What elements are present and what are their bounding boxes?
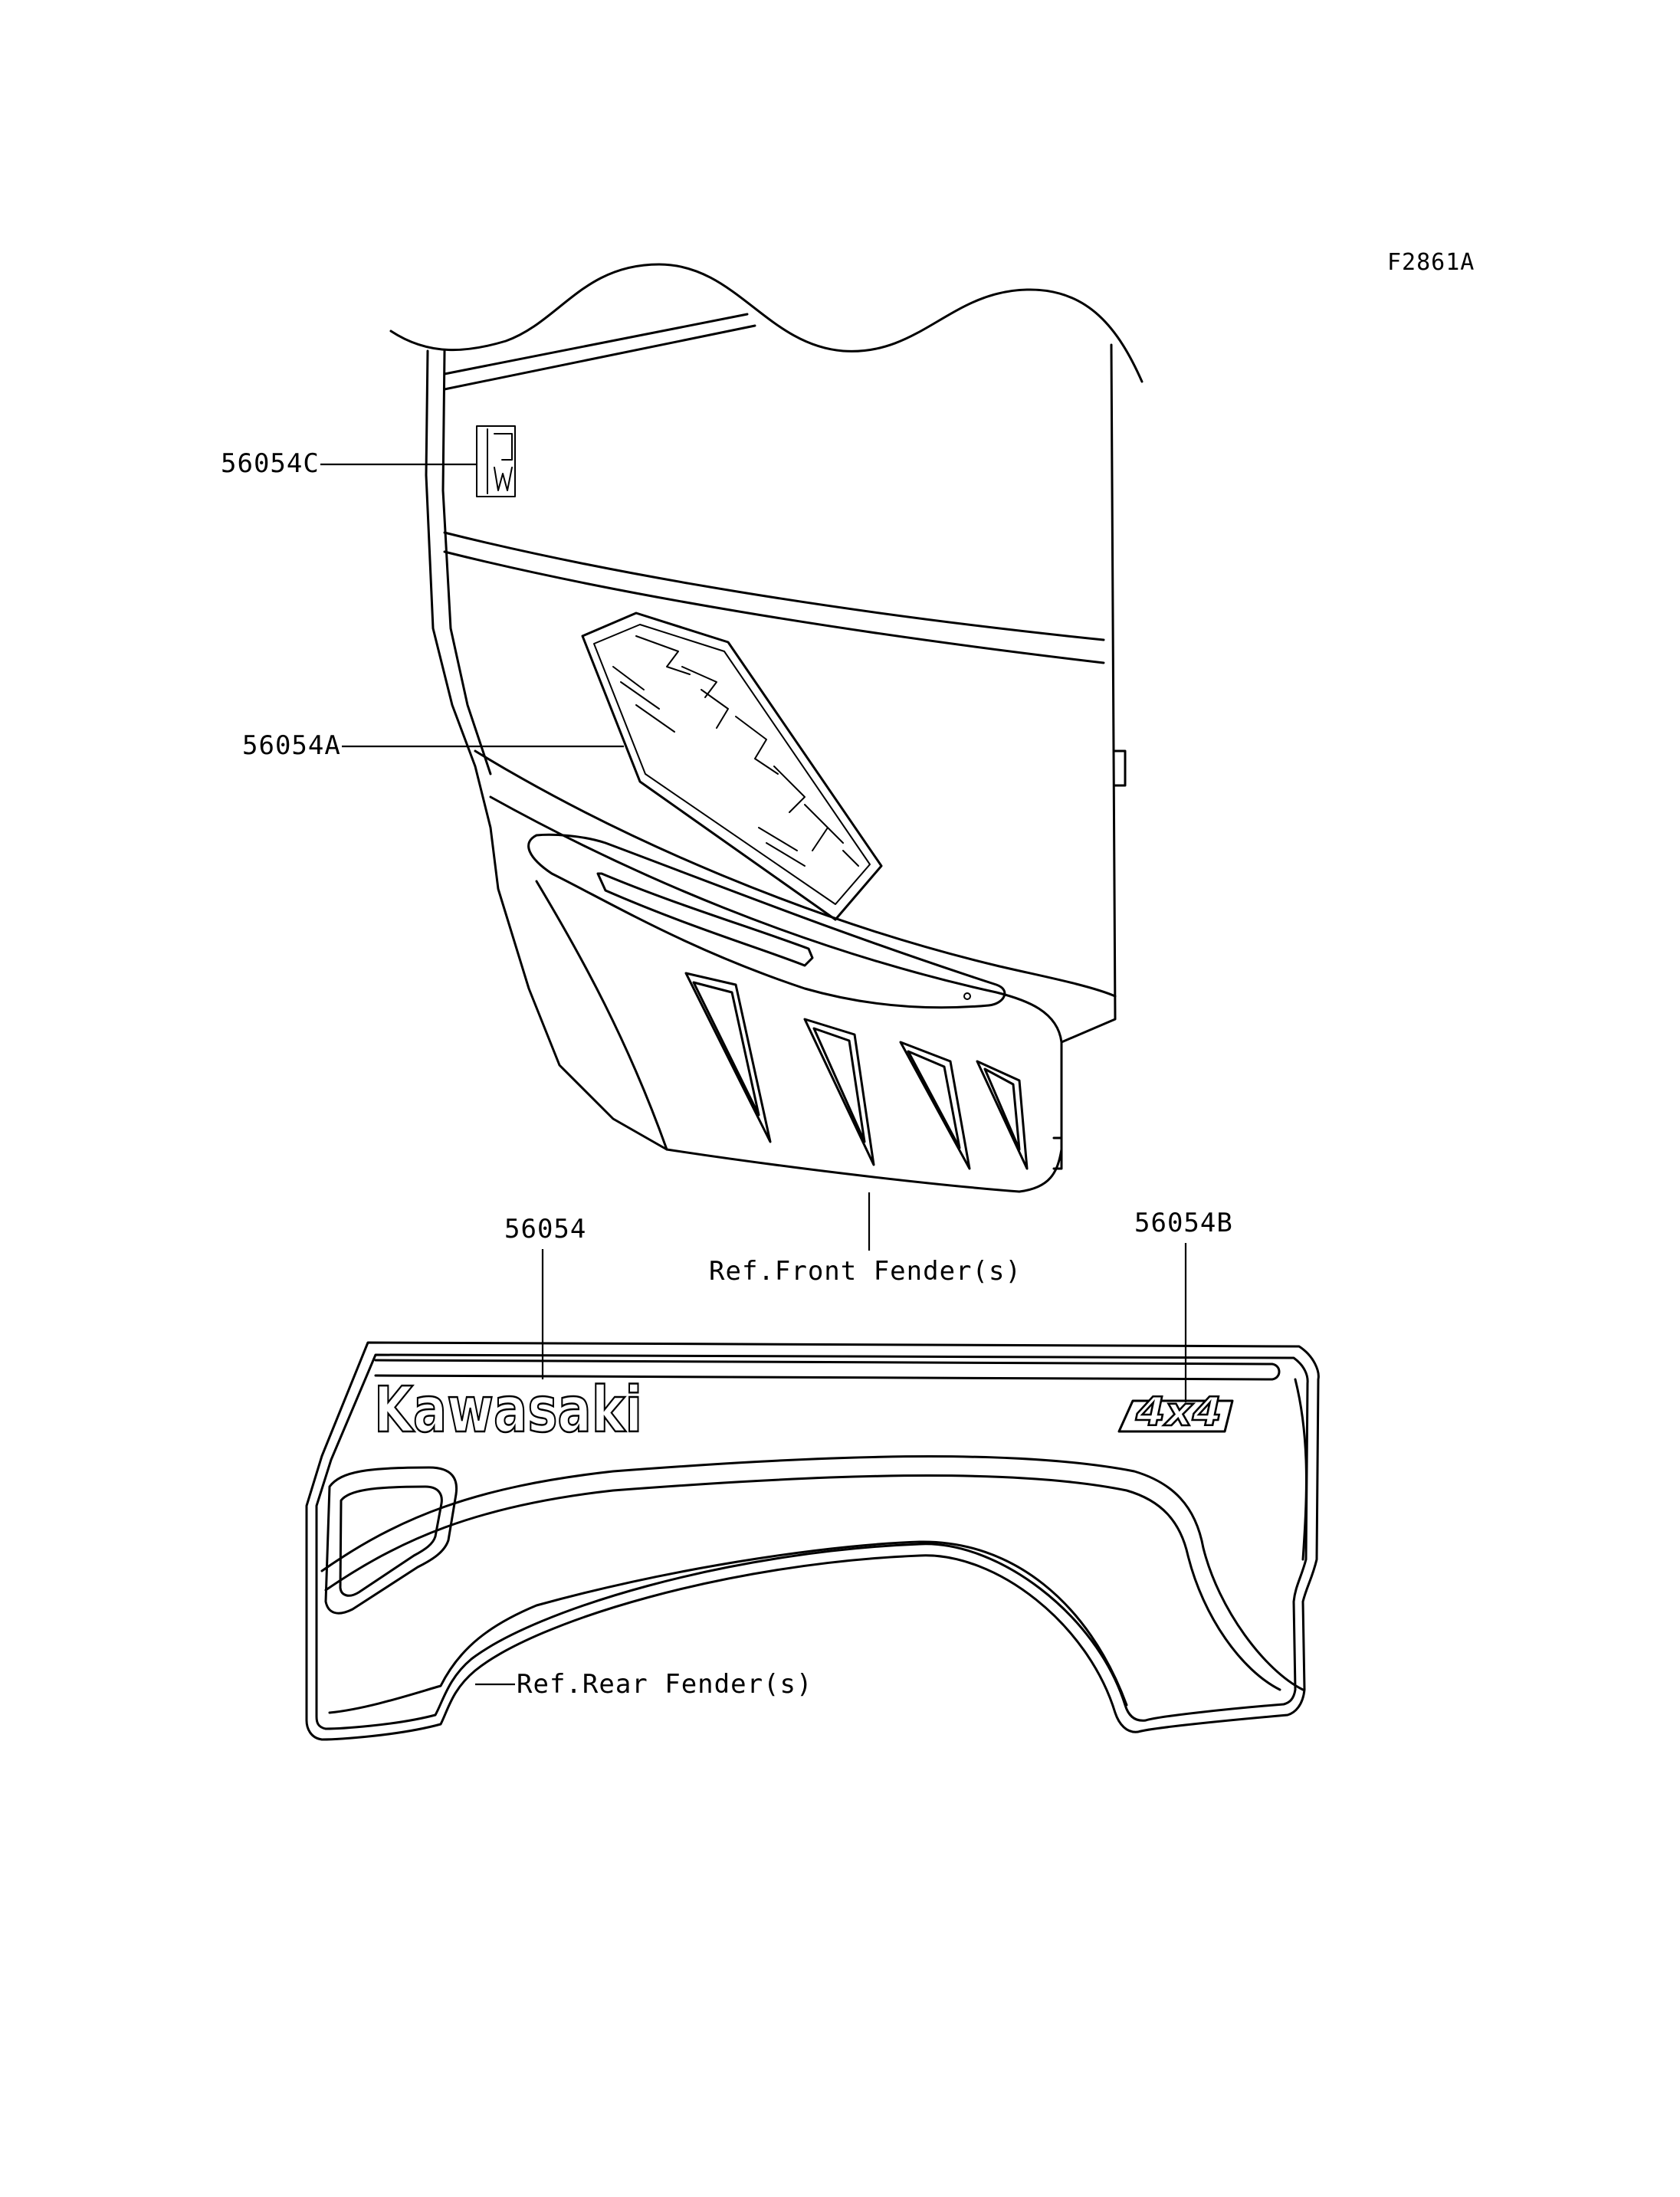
rear-fender-vent: [324, 1466, 458, 1615]
decal-56054a-inner: [593, 624, 871, 905]
decal-56054a-lettering: [635, 635, 859, 867]
front-fender-fin-1: [684, 972, 772, 1143]
front-fender-bolt: [963, 992, 971, 1000]
front-fender-fin-3: [899, 1041, 971, 1170]
callout-label-56054a: 56054A: [242, 730, 341, 761]
callout-front-fender: Ref.Front Fender(s): [709, 1192, 1022, 1287]
callout-56054c: 56054C: [221, 448, 477, 479]
kawasaki-logo: Kawasaki: [374, 1374, 642, 1447]
decal-56054a-sub-lettering: [612, 666, 806, 867]
ref-front-fender: Ref.Front Fender(s): [709, 1256, 1022, 1287]
ref-rear-fender: Ref.Rear Fender(s): [517, 1669, 812, 1700]
front-fender-lower-panel: [474, 749, 1117, 998]
front-fender-fin-4: [976, 1060, 1029, 1170]
front-fender-left-edge: [425, 349, 1063, 1193]
front-fender-right-edge: [1060, 343, 1117, 1044]
front-fender-vent: [527, 833, 1006, 1009]
rear-fender-flare: [320, 1455, 1304, 1691]
decal-56054c-frame: [476, 425, 516, 497]
front-fender-mid-stripe-2: [443, 550, 1105, 664]
front-fender-left-fin: [535, 880, 668, 1151]
decal-56054a: [581, 612, 883, 921]
front-fender-fin-2: [803, 1018, 875, 1166]
rear-fender-vent-inner: [339, 1485, 443, 1597]
front-fender-inner-edge: [441, 349, 492, 776]
decal-56054c-mark: [494, 433, 513, 491]
four-by-four-badge-frame: [1117, 1399, 1234, 1433]
callout-56054a: 56054A: [242, 730, 624, 761]
front-fender-drawing: [389, 263, 1144, 1193]
rear-fender-outline-inner: [315, 1353, 1309, 1730]
rear-fender-flare-2: [324, 1474, 1281, 1691]
front-fender-mid-stripe: [443, 531, 1105, 641]
front-fender-fin-2-in: [812, 1027, 866, 1143]
callout-label-56054b: 56054B: [1134, 1208, 1233, 1238]
front-fender-lower-clip: [1052, 1136, 1063, 1170]
front-fender-fin-1-in: [692, 981, 760, 1117]
decal-56054c: [476, 425, 516, 497]
rear-fender-stripe: [374, 1359, 1281, 1381]
decal-56054b: 4x4: [1117, 1389, 1234, 1436]
decal-56054a-outline: [581, 612, 883, 921]
front-fender-break-line: [389, 263, 1144, 383]
front-fender-vent-inner: [596, 872, 814, 967]
front-fender-right-clip: [1114, 749, 1127, 787]
four-by-four-badge: 4x4: [1135, 1389, 1222, 1435]
front-fender-fin-3-in: [907, 1050, 961, 1149]
front-fender-top-stripe-2: [443, 324, 756, 391]
figure-code: F2861A: [1387, 249, 1475, 276]
callout-56054: 56054: [504, 1214, 586, 1379]
rear-fender-right-rib: [1294, 1378, 1308, 1561]
decal-56054: Kawasaki: [373, 1373, 644, 1448]
callout-label-56054: 56054: [504, 1214, 586, 1244]
front-fender-lower-panel-2: [489, 795, 1063, 1044]
rear-fender-arch-edge: [328, 1540, 1128, 1714]
callout-rear-fender: Ref.Rear Fender(s): [475, 1669, 812, 1700]
front-fender-top-stripe: [443, 313, 749, 375]
callout-label-56054c: 56054C: [221, 448, 320, 479]
rear-fender-drawing: [305, 1341, 1320, 1741]
callout-56054b: 56054B: [1134, 1208, 1233, 1402]
rear-fender-outline: [305, 1341, 1320, 1741]
front-fender-fin-4-in: [983, 1067, 1021, 1151]
